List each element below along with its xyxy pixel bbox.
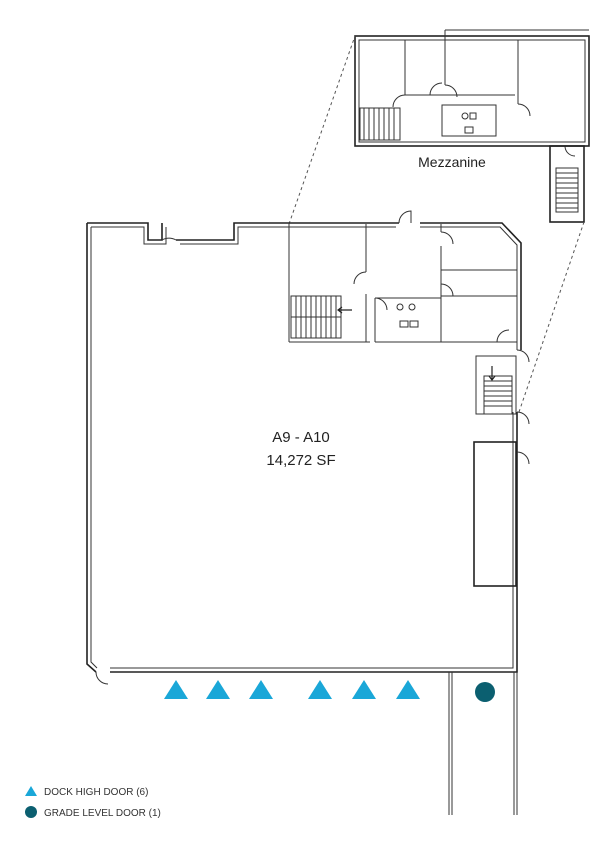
toilet-icon [461, 112, 469, 120]
main-floor-plan: A9 - A10 14,272 SF [86, 210, 530, 815]
door-swing [392, 94, 406, 108]
legend-dock-high-label: DOCK HIGH DOOR (6) [44, 787, 148, 798]
dock-high-door-icon [206, 680, 230, 699]
sink-icon [409, 320, 419, 328]
door-swing [564, 145, 576, 157]
unit-area: 14,272 SF [266, 452, 335, 469]
door-swing [517, 103, 531, 117]
mezzanine-projection-line [288, 35, 356, 225]
door-swing [374, 297, 388, 311]
legend-grade-level-icon [25, 806, 37, 818]
sink-icon [464, 126, 474, 134]
dock-high-door-icon [249, 680, 273, 699]
dock-high-door-icon [164, 680, 188, 699]
door-swing [398, 210, 412, 224]
door-swing [496, 329, 510, 343]
toilet-icon [396, 303, 404, 311]
mezzanine-projection-line [518, 221, 585, 413]
grade-level-door-icon [475, 682, 495, 702]
door-swing [95, 671, 109, 685]
sink-icon [399, 320, 409, 328]
door-swing [516, 411, 530, 425]
mezzanine-label: Mezzanine [418, 154, 486, 170]
dock-high-doors [164, 680, 420, 699]
dock-high-door-icon [308, 680, 332, 699]
office-stair [290, 295, 352, 339]
door-swing [161, 237, 177, 241]
legend: DOCK HIGH DOOR (6) GRADE LEVEL DOOR (1) [25, 786, 161, 819]
door-swing [516, 349, 530, 363]
mezzanine-exterior-stair [549, 145, 585, 223]
door-swing [440, 231, 454, 245]
rear-stair [475, 355, 517, 415]
door-swing [440, 283, 454, 297]
storage-room [473, 441, 517, 587]
toilet-icon [408, 303, 416, 311]
door-swing [516, 451, 530, 465]
dock-high-door-icon [352, 680, 376, 699]
legend-grade-level-label: GRADE LEVEL DOOR (1) [44, 808, 161, 819]
legend-dock-high-icon [25, 786, 37, 796]
mezzanine-plan: Mezzanine [354, 29, 590, 223]
door-swing [429, 82, 443, 96]
mezzanine-stair [359, 107, 401, 141]
sink-icon [469, 112, 477, 120]
door-swing [353, 271, 367, 285]
unit-name: A9 - A10 [272, 429, 330, 446]
dock-high-door-icon [396, 680, 420, 699]
door-swing [444, 84, 458, 98]
